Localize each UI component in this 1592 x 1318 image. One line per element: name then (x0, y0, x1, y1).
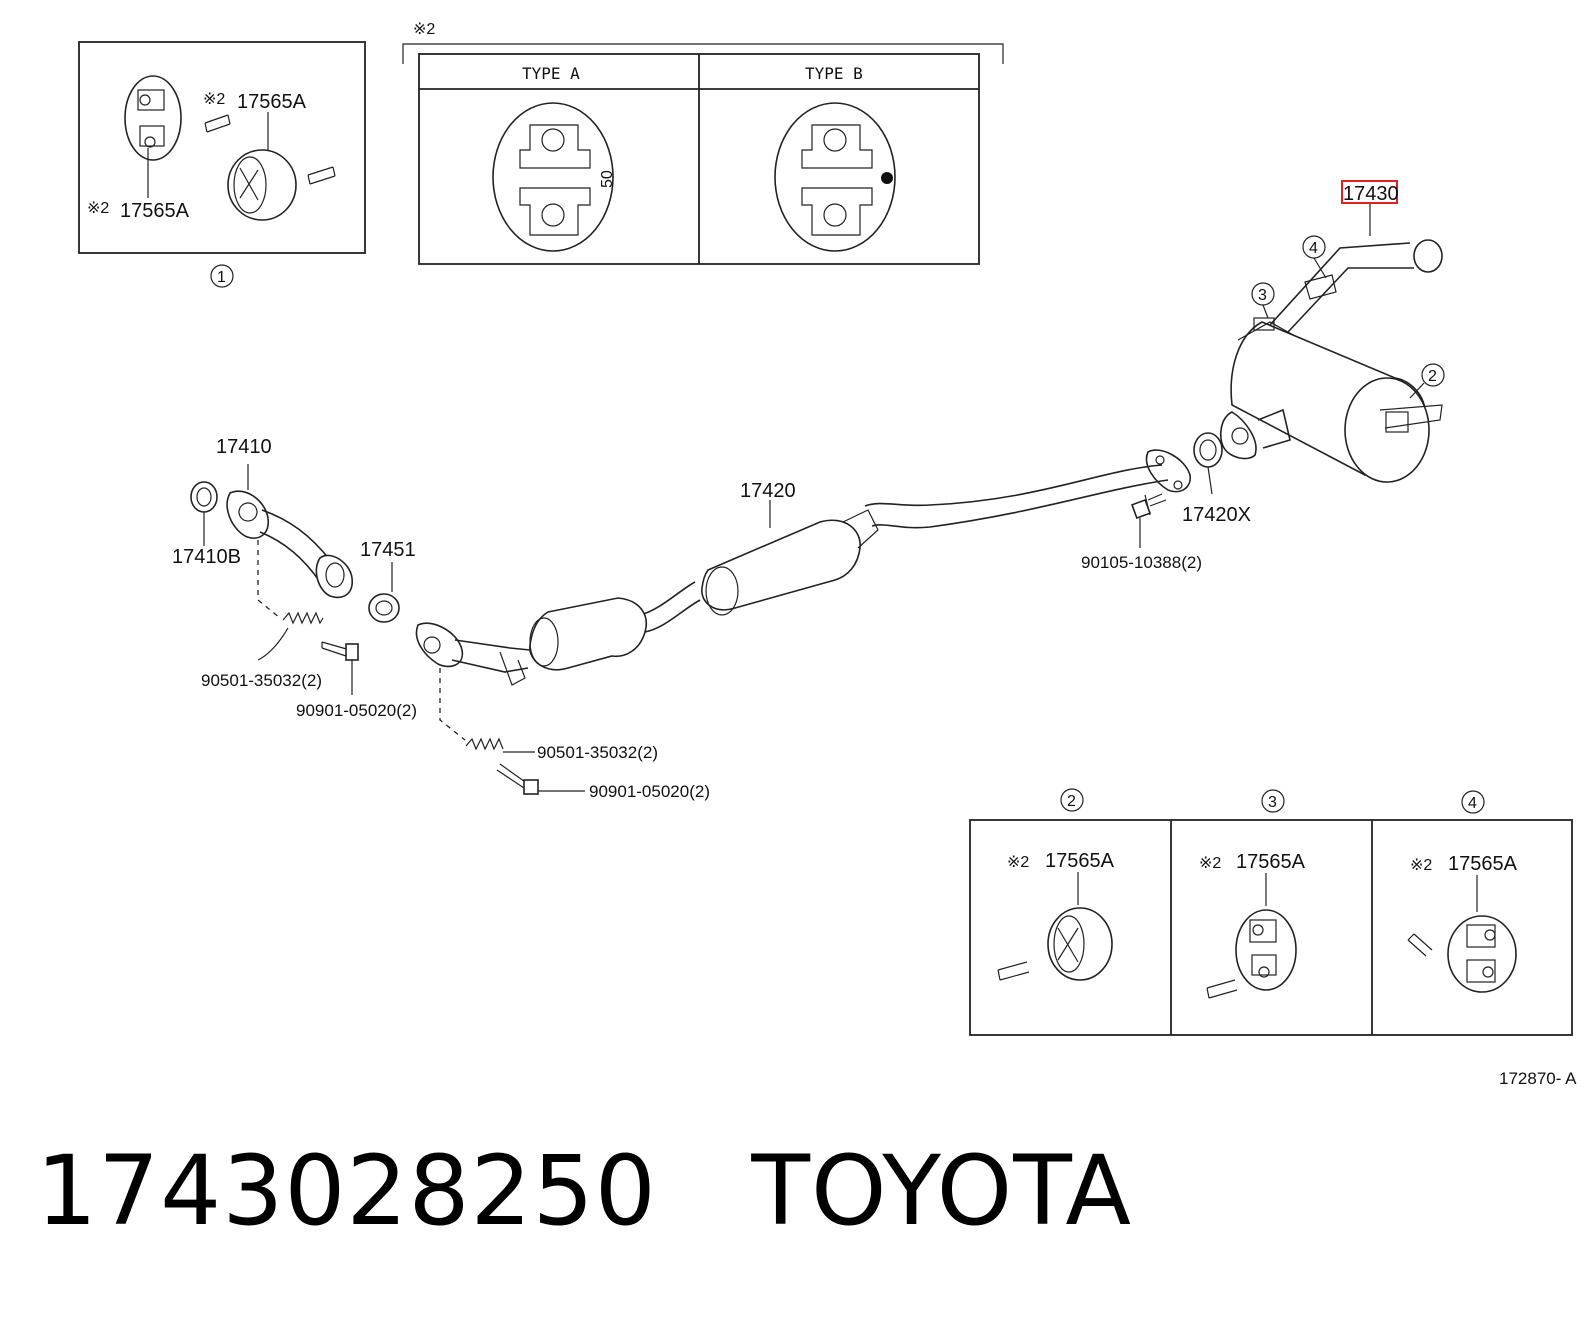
callout-3: 3 (1268, 794, 1277, 811)
part-17420x-label: 17420X (1182, 504, 1251, 526)
footer-caption: 1743028250 TOYOTA (36, 1135, 1132, 1247)
part-17430-label: 17430 (1343, 183, 1399, 205)
part-17410b-label: 17410B (172, 546, 241, 568)
note-mark: ※2 (1199, 855, 1221, 872)
part-label: 17565A (237, 91, 307, 113)
callout-4: 4 (1468, 795, 1477, 812)
footer-part-number: 1743028250 (36, 1135, 657, 1247)
bolt-a-label: 90901-05020(2) (296, 701, 417, 720)
note-mark: ※2 (1410, 857, 1432, 874)
fasteners-front: 90501-35032(2) 90901-05020(2) 90501-3503… (201, 611, 710, 801)
gasket-17451: 17451 (360, 539, 416, 623)
part-label: 17565A (1448, 853, 1518, 875)
diagram-ref-code: 172870- A (1499, 1069, 1577, 1088)
center-pipe-17420: 17420 (415, 449, 1191, 686)
highlight-box (1341, 180, 1398, 204)
callout-2: 2 (1428, 368, 1437, 385)
type-a-header: TYPE A (522, 64, 580, 83)
inset-1: ※2 17565A ※2 17565A 1 (78, 41, 366, 288)
bolt-90105: 90105-10388(2) (1081, 493, 1202, 572)
part-label: 17565A (1236, 851, 1306, 873)
insets-2-3-4: 2 3 4 ※2 17565A ※2 17565A ※2 17565A (969, 788, 1577, 1088)
type-b-header: TYPE B (805, 64, 863, 83)
bolt-b-label: 90901-05020(2) (589, 782, 710, 801)
footer-brand: TOYOTA (751, 1135, 1133, 1247)
note-mark: ※2 (87, 200, 109, 217)
callout-3: 3 (1258, 287, 1267, 304)
hanger-rubber-icon (227, 149, 297, 221)
marker-dot-icon (881, 172, 893, 184)
part-17410-label: 17410 (216, 436, 272, 458)
hanger-rubber-icon (124, 75, 182, 161)
callout-4: 4 (1309, 240, 1318, 257)
callout-2: 2 (1067, 793, 1076, 810)
spring-a-label: 90501-35032(2) (201, 671, 322, 690)
hanger-rubber-icon (1047, 907, 1113, 981)
hanger-rubber-icon (1447, 915, 1517, 993)
type-b-hanger-icon (774, 102, 896, 252)
type-table: ※2 TYPE A TYPE B 50 (402, 21, 1004, 265)
note-mark: ※2 (203, 91, 225, 108)
spring-b-label: 90501-35032(2) (537, 743, 658, 762)
gasket-17420x: 17420X (1182, 432, 1251, 526)
callout-1: 1 (217, 269, 226, 286)
part-label: 17565A (120, 200, 190, 222)
hanger-rubber-icon (1235, 909, 1297, 991)
muffler-assembly: 17430 4 3 2 (1219, 180, 1445, 483)
note-mark: ※2 (1007, 854, 1029, 871)
part-17420-label: 17420 (740, 480, 796, 502)
gasket-17410b: 17410B (172, 481, 241, 568)
bolt-90105-label: 90105-10388(2) (1081, 553, 1202, 572)
note-mark: ※2 (413, 21, 435, 38)
part-17451-label: 17451 (360, 539, 416, 561)
front-pipe-17410: 17410 (216, 436, 353, 619)
type-a-hanger-icon (492, 102, 614, 252)
dimension-50: 50 (599, 170, 616, 188)
part-label: 17565A (1045, 850, 1115, 872)
